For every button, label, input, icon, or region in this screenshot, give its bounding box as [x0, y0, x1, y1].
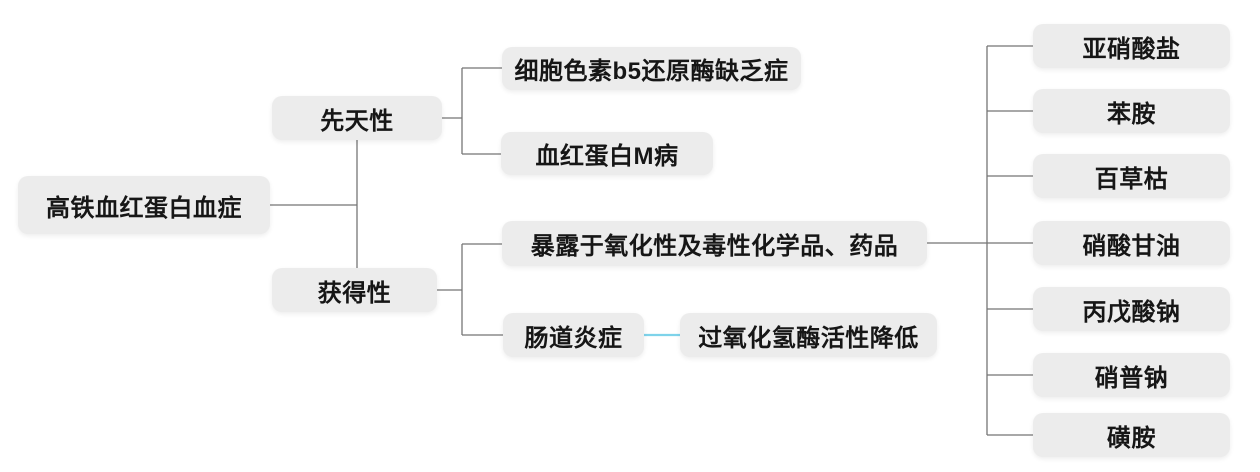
node-paraquat-label: 百草枯 — [1094, 165, 1169, 193]
node-chemical-aniline[interactable]: 苯胺 — [1033, 89, 1230, 133]
node-cytochrome-b5-reductase-deficiency[interactable]: 细胞色素b5还原酶缺乏症 — [502, 47, 801, 90]
node-catalase-label: 过氧化氢酶活性降低 — [698, 324, 919, 352]
node-chemical-sodium-nitroprusside[interactable]: 硝普钠 — [1033, 353, 1230, 397]
node-acquired-label: 获得性 — [317, 279, 392, 307]
node-nitroglycerin-label: 硝酸甘油 — [1082, 232, 1181, 260]
node-nitrite-label: 亚硝酸盐 — [1082, 35, 1181, 63]
node-sulfonamide-label: 磺胺 — [1107, 424, 1156, 452]
node-cytochrome-label: 细胞色素b5还原酶缺乏症 — [514, 58, 789, 85]
node-valproate-label: 丙戊酸钠 — [1082, 298, 1181, 326]
node-exposure-label: 暴露于氧化性及毒性化学品、药品 — [530, 233, 899, 260]
node-oxidative-toxic-exposure[interactable]: 暴露于氧化性及毒性化学品、药品 — [502, 221, 927, 266]
node-hemoglobin-m-label: 血红蛋白M病 — [535, 143, 679, 170]
node-intestinal-label: 肠道炎症 — [524, 324, 623, 352]
node-chemical-sulfonamide[interactable]: 磺胺 — [1033, 413, 1230, 457]
node-hemoglobin-m-disease[interactable]: 血红蛋白M病 — [501, 132, 713, 175]
node-congenital-label: 先天性 — [320, 107, 394, 135]
node-chemical-paraquat[interactable]: 百草枯 — [1033, 154, 1230, 198]
node-root-methemoglobinemia[interactable]: 高铁血红蛋白血症 — [18, 176, 270, 234]
node-root-label: 高铁血红蛋白血症 — [46, 194, 242, 222]
node-aniline-label: 苯胺 — [1107, 100, 1156, 128]
node-intestinal-inflammation[interactable]: 肠道炎症 — [503, 313, 644, 357]
node-chemical-sodium-valproate[interactable]: 丙戊酸钠 — [1033, 287, 1230, 331]
node-nitroprusside-label: 硝普钠 — [1094, 364, 1169, 392]
node-chemical-nitroglycerin[interactable]: 硝酸甘油 — [1033, 221, 1230, 265]
node-catalase-activity-decrease[interactable]: 过氧化氢酶活性降低 — [680, 313, 937, 357]
node-acquired[interactable]: 获得性 — [272, 268, 437, 312]
node-chemical-nitrite[interactable]: 亚硝酸盐 — [1033, 24, 1230, 68]
node-congenital[interactable]: 先天性 — [272, 96, 442, 140]
